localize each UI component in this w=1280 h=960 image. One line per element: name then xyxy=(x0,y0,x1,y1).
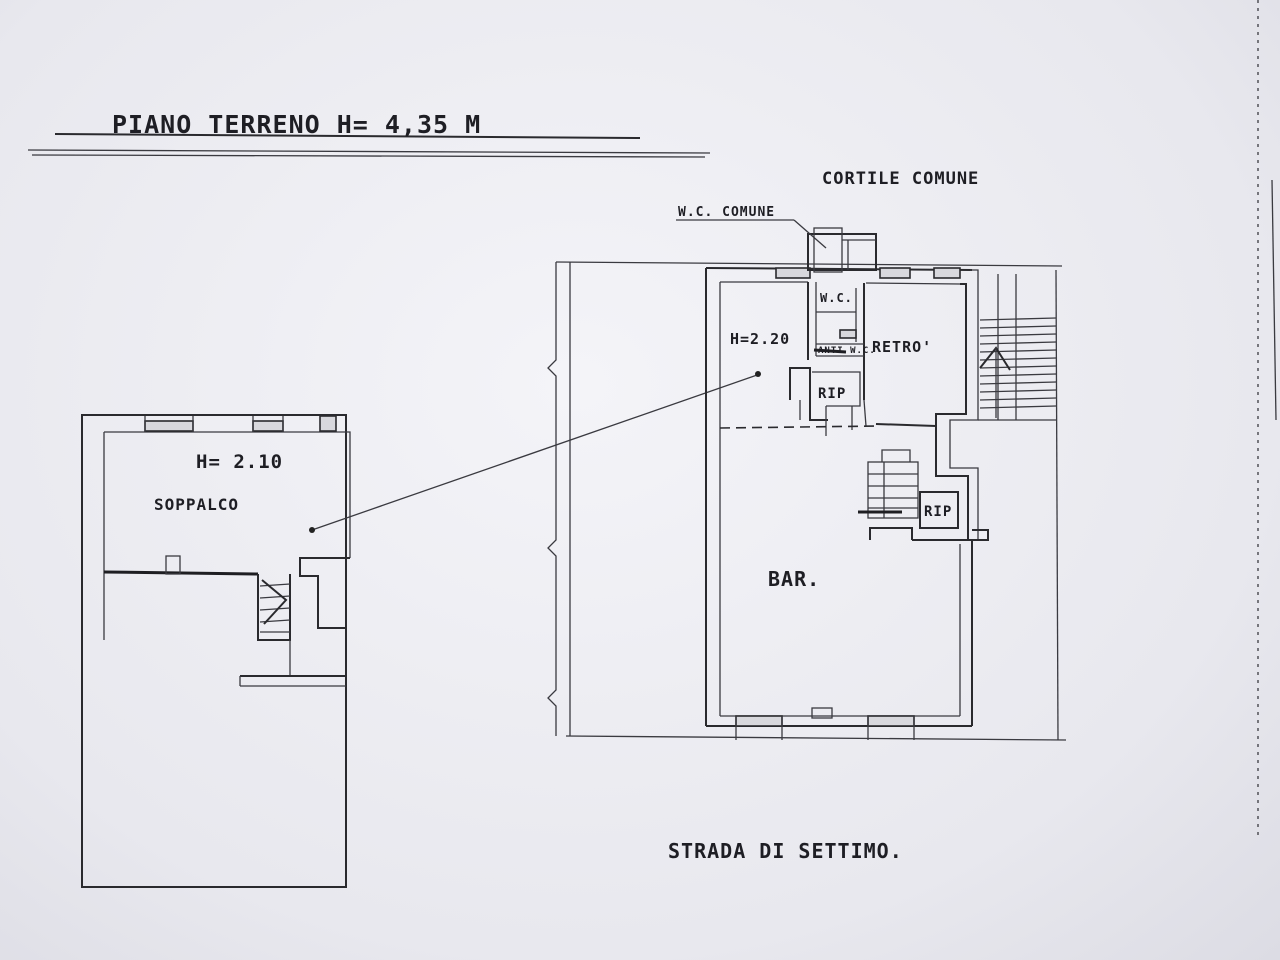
title-underline xyxy=(27,133,711,158)
label-rip-lower: RIP xyxy=(924,504,952,520)
sheet-border-lines xyxy=(1257,0,1277,840)
label-soppalco: SOPPALCO xyxy=(154,495,239,514)
neighbour-stairs xyxy=(979,317,1057,409)
label-strada: STRADA DI SETTIMO. xyxy=(668,839,903,863)
label-h220: H=2.20 xyxy=(730,330,790,348)
label-cortile-comune: CORTILE COMUNE xyxy=(822,169,979,189)
label-wc: W.C. xyxy=(820,291,853,305)
main-plan xyxy=(547,219,1067,741)
label-rip-upper: RIP xyxy=(818,386,846,402)
label-wc-comune: W.C. COMUNE xyxy=(678,205,775,220)
stair-lower xyxy=(858,449,919,540)
label-anti-wc: ANTI W.C. xyxy=(818,346,876,356)
label-retro: RETRO' xyxy=(872,338,932,356)
soppalco-plan xyxy=(81,414,351,888)
plan-title: PIANO TERRENO H= 4,35 M xyxy=(112,110,481,139)
label-h210: H= 2.10 xyxy=(196,451,283,473)
label-bar: BAR. xyxy=(768,567,820,591)
reference-leader-line xyxy=(309,371,761,533)
